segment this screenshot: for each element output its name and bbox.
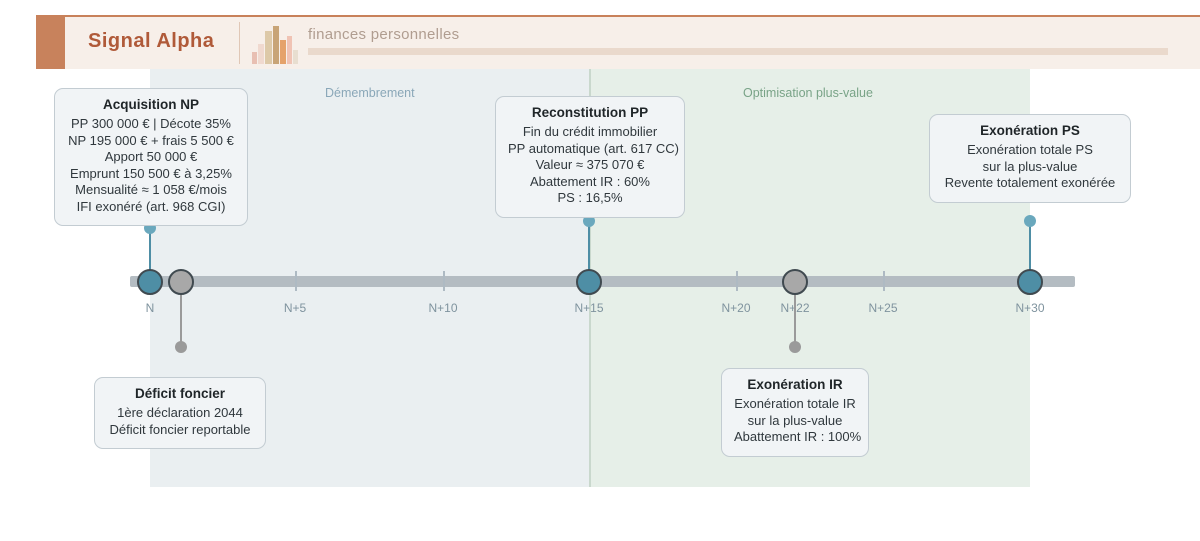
card-line: Revente totalement exonérée (944, 175, 1116, 190)
marker-exoneration-ir-stem (794, 293, 796, 343)
marker-reconstitution-pp[interactable] (576, 269, 602, 295)
card-line: PP 300 000 € | Décote 35% (71, 116, 231, 131)
card-line: Exonération totale PS (967, 142, 1093, 157)
marker-reconstitution-pp-stem-dot (583, 215, 595, 227)
card-line: PS : 16,5% (557, 190, 623, 205)
axis-tick-label: N+25 (868, 301, 898, 315)
card-line: sur la plus-value (747, 412, 843, 428)
card-reconstitution-pp[interactable]: Reconstitution PP Fin du crédit immobilie… (495, 96, 685, 218)
card-line: sur la plus-value (982, 158, 1078, 174)
axis-tick-label: N+5 (283, 301, 307, 315)
bar-chart-logo-icon (252, 24, 298, 64)
card-line: Emprunt 150 500 € à 3,25% (70, 165, 232, 181)
axis-tick-label: N+20 (721, 301, 751, 315)
card-line: Fin du crédit immobilier (522, 124, 658, 139)
header-divider (239, 22, 240, 64)
marker-acquisition-np-stem (149, 228, 151, 272)
marker-exoneration-ir[interactable] (782, 269, 808, 295)
card-line: IFI exonéré (art. 968 CGI) (76, 198, 226, 214)
subtitle-text: finances personnelles (308, 26, 460, 43)
marker-exoneration-ps-stem (1029, 221, 1031, 272)
marker-exoneration-ps[interactable] (1017, 269, 1043, 295)
logo-bar-4 (273, 26, 279, 64)
card-line: Abattement IR : 60% (530, 173, 650, 189)
axis-tick-label: N (145, 301, 155, 315)
timeline-axis (130, 276, 1075, 287)
axis-tick-label: N+15 (574, 301, 604, 315)
marker-deficit-foncier[interactable] (168, 269, 194, 295)
card-line: Mensualité ≈ 1 058 €/mois (75, 182, 227, 197)
card-line: 1ère déclaration 2044 (117, 405, 243, 420)
app-header: Signal Alpha finances personnelles (36, 15, 1200, 69)
card-line: NP 195 000 € + frais 5 500 € (68, 132, 234, 148)
phase-label-demembrement: Démembrement (325, 86, 415, 100)
logo-bar-7 (293, 50, 298, 64)
card-title: Acquisition NP (102, 97, 199, 112)
logo-bar-6 (287, 36, 292, 64)
card-line: Exonération totale IR (734, 396, 856, 411)
card-title: Déficit foncier (134, 386, 226, 401)
marker-acquisition-np[interactable] (137, 269, 163, 295)
subtitle-block: finances personnelles (308, 26, 1168, 55)
marker-deficit-foncier-stem (180, 293, 182, 343)
logo-bar-1 (252, 52, 257, 64)
logo-bar-2 (258, 44, 264, 64)
card-title: Exonération PS (980, 123, 1080, 138)
card-title: Reconstitution PP (531, 105, 649, 120)
marker-reconstitution-pp-stem (588, 221, 590, 272)
card-title: Exonération IR (747, 377, 843, 392)
card-line: PP automatique (art. 617 CC) (508, 140, 680, 156)
brand-title: Signal Alpha (88, 30, 215, 52)
phase-label-optimisation: Optimisation plus-value (743, 86, 873, 100)
logo-bar-5 (280, 40, 286, 64)
axis-tick (883, 271, 885, 291)
marker-exoneration-ir-stem-dot (789, 341, 801, 353)
card-line: Apport 50 000 € (104, 149, 198, 164)
header-accent-block (36, 17, 65, 69)
subtitle-rule (308, 48, 1168, 55)
card-line: Déficit foncier reportable (109, 421, 251, 437)
logo-bar-3 (265, 31, 272, 64)
marker-exoneration-ps-stem-dot (1024, 215, 1036, 227)
marker-deficit-foncier-stem-dot (175, 341, 187, 353)
axis-tick (295, 271, 297, 291)
card-acquisition-np[interactable]: Acquisition NP PP 300 000 € | Décote 35%N… (54, 88, 248, 226)
card-line: Abattement IR : 100% (734, 429, 862, 444)
axis-tick (736, 271, 738, 291)
axis-tick-label: N+30 (1015, 301, 1045, 315)
axis-tick (443, 271, 445, 291)
axis-tick-label: N+10 (428, 301, 458, 315)
card-line: Valeur ≈ 375 070 € (535, 157, 645, 172)
